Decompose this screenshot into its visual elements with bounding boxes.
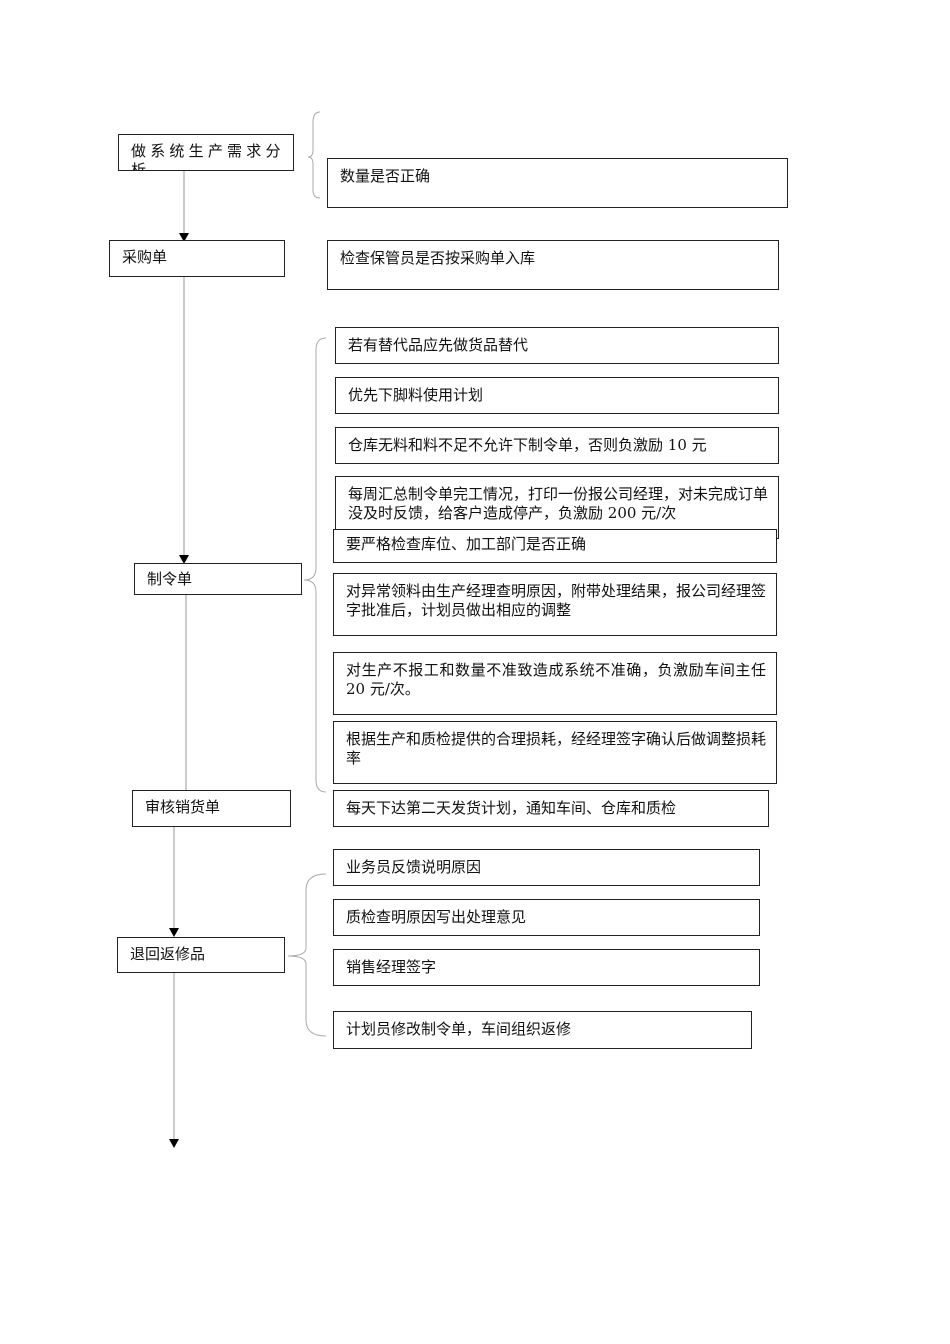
note-no-material: 仓库无料和料不足不允许下制令单，否则负激励 10 元 xyxy=(335,427,779,464)
note-location-check: 要严格检查库位、加工部门是否正确 xyxy=(333,529,777,563)
arrow-2 xyxy=(179,555,189,564)
note-loss-rate: 根据生产和质检提供的合理损耗，经经理签字确认后做调整损耗率 xyxy=(333,721,777,784)
step-label: 制令单 xyxy=(147,570,193,588)
note-modify-work-order: 计划员修改制令单，车间组织返修 xyxy=(333,1011,752,1049)
note-weekly-summary: 每周汇总制令单完工情况，打印一份报公司经理，对未完成订单没及时反馈，给客户造成停… xyxy=(335,476,779,539)
brace-3 xyxy=(287,873,327,1037)
note-substitute: 若有替代品应先做货品替代 xyxy=(335,327,779,364)
arrow-1 xyxy=(179,233,189,242)
step-label: 做系统生产需求分析 xyxy=(131,142,283,171)
arrow-4 xyxy=(169,928,179,937)
step-review-sales-order: 审核销货单 xyxy=(132,790,291,827)
note-warehouse-check: 检查保管员是否按采购单入库 xyxy=(327,240,779,290)
note-no-report: 对生产不报工和数量不准致造成系统不准确，负激励车间主任 20 元/次。 xyxy=(333,652,777,715)
note-delivery-plan: 每天下达第二天发货计划，通知车间、仓库和质检 xyxy=(333,790,769,827)
arrow-5 xyxy=(169,1139,179,1148)
step-work-order: 制令单 xyxy=(134,563,302,595)
step-label: 审核销货单 xyxy=(145,798,221,816)
note-abnormal-picking: 对异常领料由生产经理查明原因，附带处理结果，报公司经理签字批准后，计划员做出相应… xyxy=(333,573,777,636)
note-quantity-check: 数量是否正确 xyxy=(327,158,788,208)
brace-2 xyxy=(303,337,327,793)
note-quality-opinion: 质检查明原因写出处理意见 xyxy=(333,899,760,936)
step-label: 退回返修品 xyxy=(130,945,206,963)
step-purchase-order: 采购单 xyxy=(109,240,285,277)
step-return-repair: 退回返修品 xyxy=(117,937,285,973)
step-production-analysis: 做系统生产需求分析 xyxy=(118,134,294,171)
note-salesperson-feedback: 业务员反馈说明原因 xyxy=(333,849,760,886)
note-sales-manager-sign: 销售经理签字 xyxy=(333,949,760,986)
note-scrap-plan: 优先下脚料使用计划 xyxy=(335,377,779,414)
brace-1 xyxy=(307,111,321,199)
step-label: 采购单 xyxy=(122,248,168,266)
